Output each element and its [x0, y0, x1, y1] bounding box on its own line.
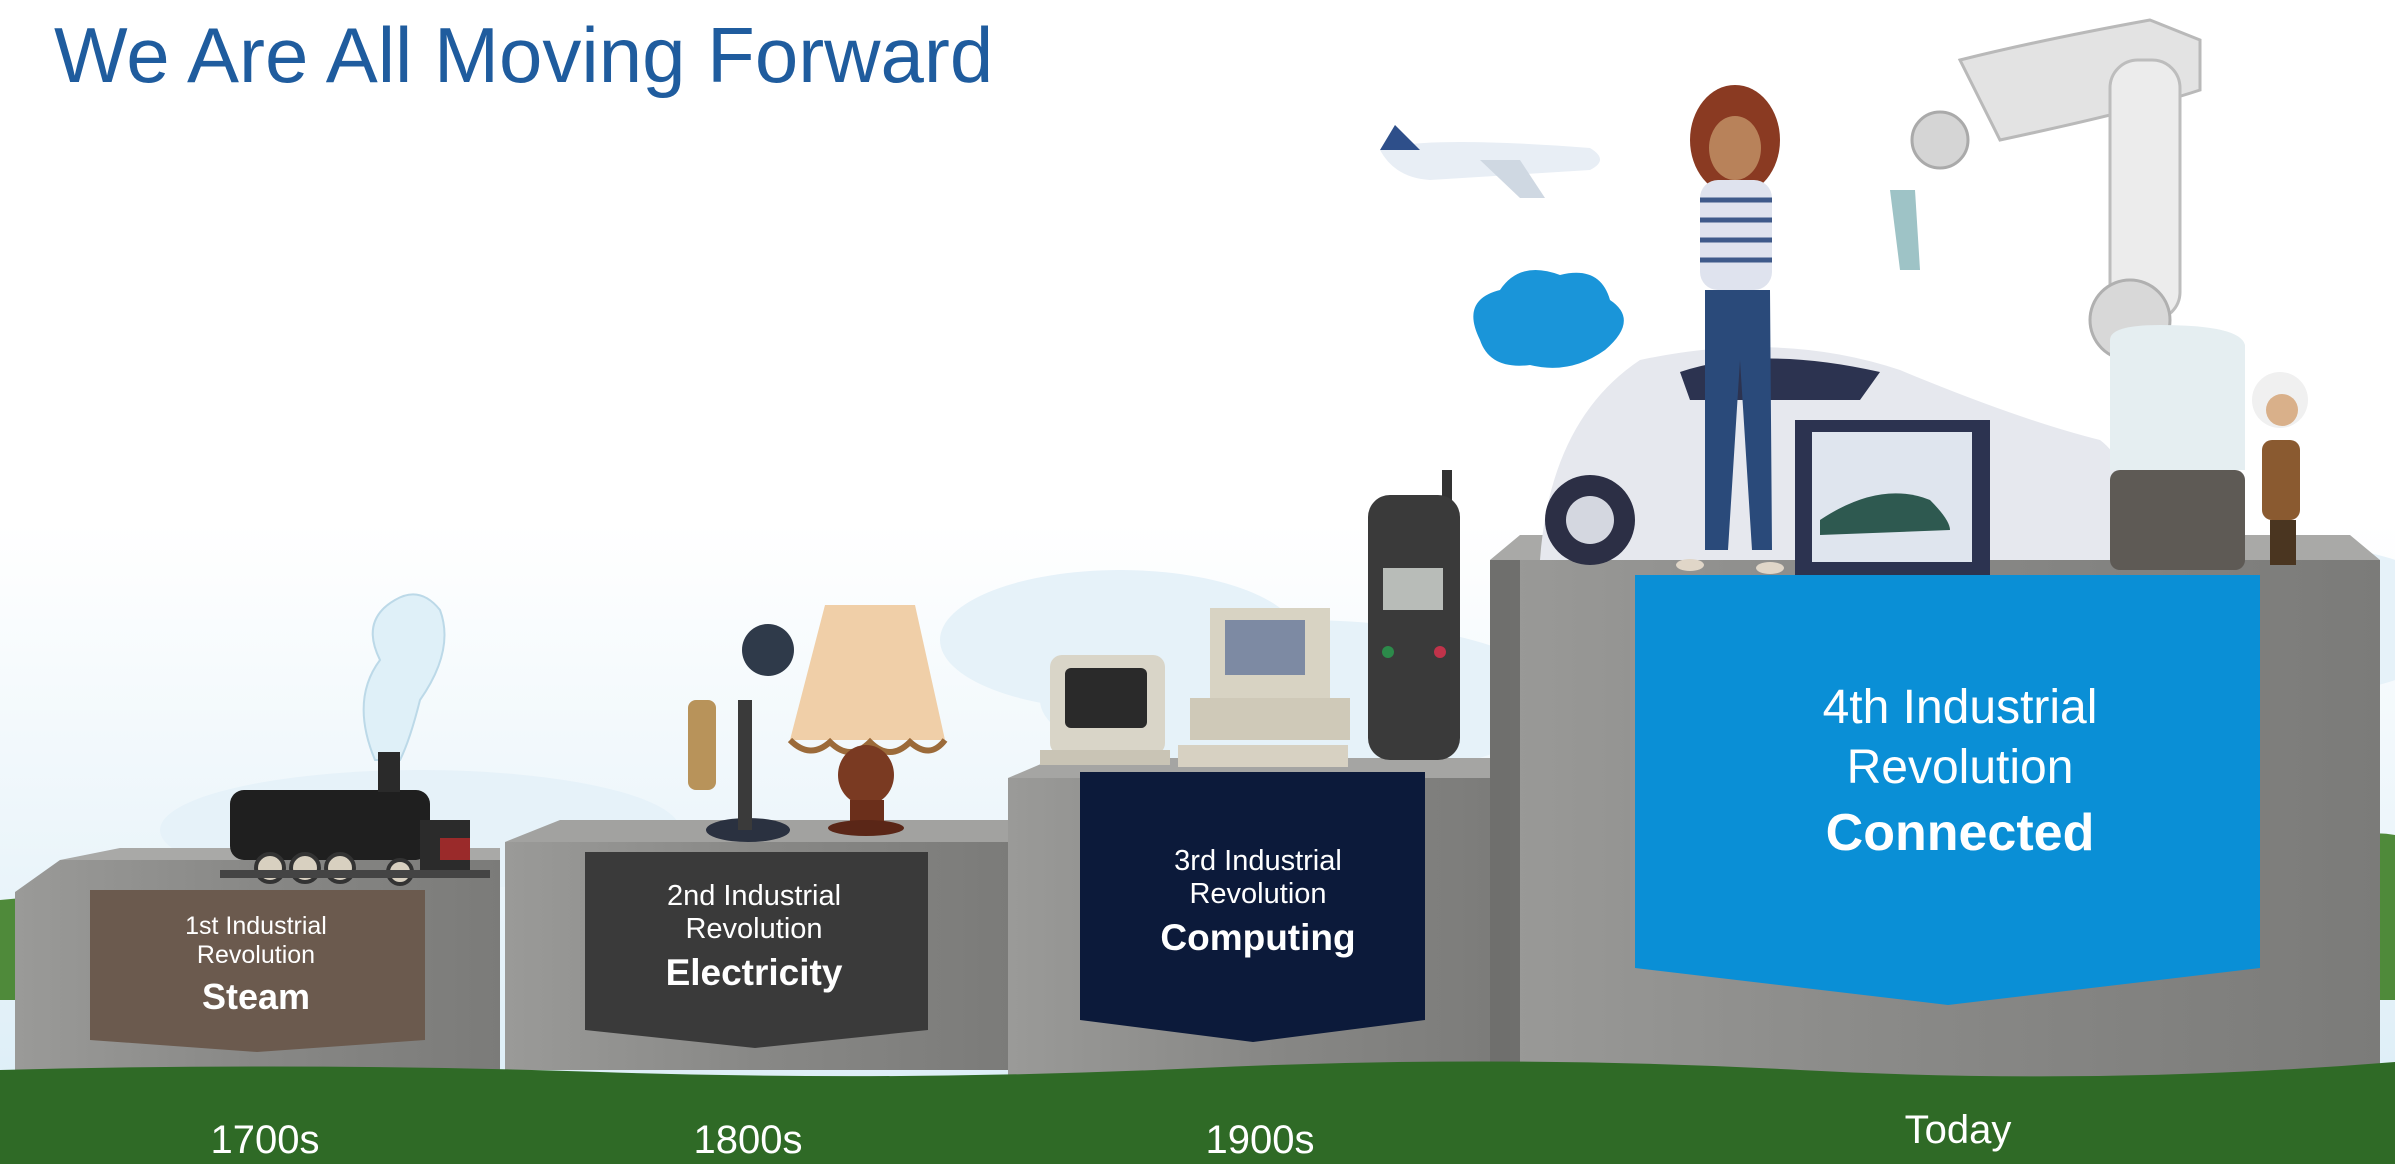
banner-steam-line1: 1st Industrial: [185, 912, 327, 940]
robot-arm-image: [1890, 18, 2202, 362]
banner-connected-line2: Revolution: [1846, 741, 2074, 794]
steam-locomotive-image: [220, 593, 490, 886]
banner-electricity-shape: [585, 852, 928, 1048]
terminal-computer-image: [1040, 655, 1170, 765]
cloud-logo-image: [1473, 270, 1624, 368]
woman-with-phone-image: [1676, 85, 1784, 574]
banner-steam: 1st Industrial Revolution Steam: [130, 912, 382, 1018]
einstein-figure-image: [2252, 372, 2308, 565]
year-1700s: 1700s: [210, 1118, 320, 1162]
grass-foreground: [0, 1061, 2395, 1164]
banner-computing-shape: [1080, 772, 1425, 1042]
airplane-image: [1380, 125, 1600, 198]
banner-steam-shape: [90, 890, 425, 1052]
banner-connected-name: Connected: [1825, 804, 2095, 862]
smart-speaker-image: [2110, 325, 2245, 570]
banner-connected-line1: 4th Industrial: [1822, 681, 2098, 734]
banner-connected-shape: [1635, 575, 2260, 1005]
table-lamp-image: [787, 605, 948, 836]
banner-electricity-line1: 2nd Industrial: [666, 880, 842, 912]
banner-connected: 4th Industrial Revolution Connected: [1760, 678, 2160, 868]
banner-computing: 3rd Industrial Revolution Computing: [1120, 845, 1396, 959]
year-1900s: 1900s: [1205, 1118, 1315, 1162]
banner-computing-line2: Revolution: [1189, 878, 1327, 910]
page-title: We Are All Moving Forward: [54, 11, 994, 99]
desktop-pc-image: [1178, 608, 1350, 767]
candlestick-phone-image: [688, 624, 794, 842]
banner-computing-line1: 3rd Industrial: [1174, 845, 1342, 877]
year-1800s: 1800s: [693, 1118, 803, 1162]
banner-electricity-line2: Revolution: [685, 913, 823, 945]
year-today: Today: [1904, 1108, 2012, 1152]
banner-electricity-name: Electricity: [665, 952, 843, 993]
banner-steam-name: Steam: [201, 976, 311, 1017]
banner-electricity: 2nd Industrial Revolution Electricity: [620, 880, 888, 994]
shoe-display-image: [1795, 420, 1990, 575]
banner-computing-name: Computing: [1160, 917, 1356, 958]
brick-cell-phone-image: [1368, 470, 1460, 760]
banner-steam-line2: Revolution: [196, 941, 316, 969]
